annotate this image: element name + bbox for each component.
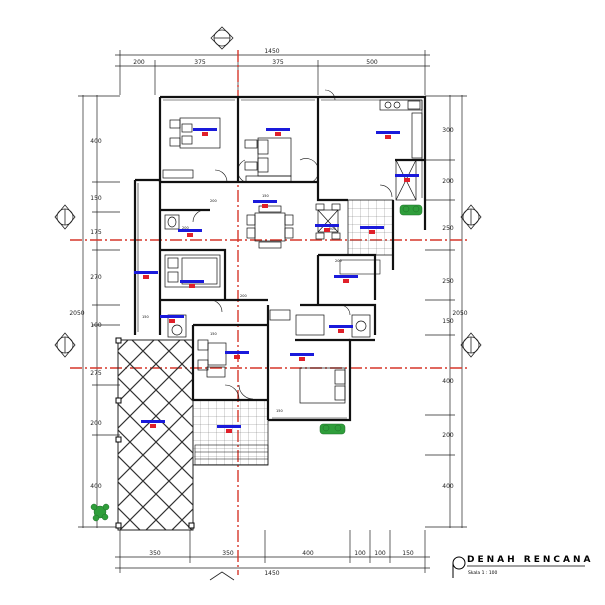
room-tag — [193, 128, 217, 136]
room-tag — [266, 128, 290, 136]
dim-bottom-1: 350 — [149, 550, 161, 557]
dim-top-total: 1450 — [264, 48, 279, 55]
room-tag — [134, 271, 158, 279]
room-tag — [334, 275, 358, 283]
room-tag — [160, 315, 184, 323]
dimension-labels: 1450 200 375 375 500 1450 350 350 400 10… — [69, 48, 467, 577]
dim-left-2: 150 — [90, 195, 102, 202]
axis-marker-right-1 — [460, 204, 482, 230]
room-tag — [217, 425, 241, 433]
room-tag — [315, 224, 339, 232]
room-tag — [376, 131, 400, 139]
level-mark-4: 150 — [142, 315, 149, 319]
level-mark-1: 200 — [210, 199, 217, 203]
dim-top-2: 375 — [194, 59, 206, 66]
walls — [133, 95, 427, 422]
dim-right-5: 150 — [442, 318, 454, 325]
dim-right-3: 250 — [442, 225, 454, 232]
plant-icon — [319, 423, 346, 435]
title-block: DENAH RENCANA Skala 1 : 100 — [452, 555, 593, 578]
steps — [194, 259, 381, 466]
master-bedroom-furniture — [269, 309, 346, 404]
dim-top-1: 200 — [133, 59, 145, 66]
room-tag — [395, 174, 419, 182]
level-mark-2: 200 — [182, 226, 189, 230]
dim-right-total: 2050 — [452, 310, 467, 317]
plant-icon — [90, 503, 110, 522]
level-mark-6: 200 — [335, 259, 342, 263]
room-tag — [178, 229, 202, 237]
drawing-title: DENAH RENCANA — [467, 555, 593, 565]
axis-marker-left-1 — [54, 204, 76, 230]
bedroom-2-furniture — [244, 137, 292, 183]
level-mark-9: 200 — [329, 227, 336, 231]
room-tag — [290, 353, 314, 361]
dim-right-1: 300 — [442, 127, 454, 134]
doors — [192, 89, 393, 400]
living-room-sofa-set — [246, 205, 294, 249]
dim-top-4: 500 — [366, 59, 378, 66]
plants — [90, 204, 423, 522]
axis-marker-bottom — [209, 571, 235, 581]
dim-bottom-2: 350 — [222, 550, 234, 557]
room-tag — [360, 226, 384, 234]
level-mark-8: 150 — [210, 332, 217, 336]
guest-seating — [197, 339, 227, 378]
dim-left-6: 275 — [90, 370, 102, 377]
dim-left-3: 175 — [90, 229, 102, 236]
dining-table — [315, 203, 341, 240]
dim-top-3: 375 — [272, 59, 284, 66]
dim-left-5: 100 — [90, 322, 102, 329]
dim-left-total: 2050 — [69, 310, 84, 317]
room-tag — [141, 420, 165, 428]
room-tag — [253, 200, 277, 208]
axis-marker-top — [210, 26, 234, 50]
axis-marker-left-2 — [54, 332, 76, 358]
drawing-scale: Skala 1 : 100 — [468, 570, 498, 576]
level-markers: 200 200 200 150 150 200 150 150 200 — [142, 194, 342, 413]
axis-marker-right-2 — [460, 332, 482, 358]
dim-left-8: 400 — [90, 483, 102, 490]
room-tag — [329, 325, 353, 333]
dim-right-4: 250 — [442, 278, 454, 285]
dim-right-7: 200 — [442, 432, 454, 439]
dim-bottom-4: 100 — [354, 550, 366, 557]
plant-icon — [399, 204, 423, 216]
level-mark-5: 150 — [276, 409, 283, 413]
dim-bottom-6: 150 — [402, 550, 414, 557]
dim-right-8: 400 — [442, 483, 454, 490]
level-mark-3: 200 — [240, 294, 247, 298]
axis-markers — [54, 26, 482, 581]
carport-area — [115, 337, 195, 531]
room-tag — [225, 351, 249, 359]
kitchen-furniture — [379, 99, 423, 201]
dim-right-2: 200 — [442, 178, 454, 185]
dim-left-1: 400 — [90, 138, 102, 145]
level-mark-7: 150 — [262, 194, 269, 198]
dim-bottom-total: 1450 — [264, 570, 279, 577]
dimension-lines — [78, 50, 467, 573]
room-tags — [134, 128, 419, 433]
room-tag — [180, 280, 204, 288]
dim-bottom-3: 400 — [302, 550, 314, 557]
bedroom-1-furniture — [162, 117, 221, 179]
dim-left-7: 200 — [90, 420, 102, 427]
dim-left-4: 270 — [90, 274, 102, 281]
dim-bottom-5: 100 — [374, 550, 386, 557]
dim-right-6: 400 — [442, 378, 454, 385]
